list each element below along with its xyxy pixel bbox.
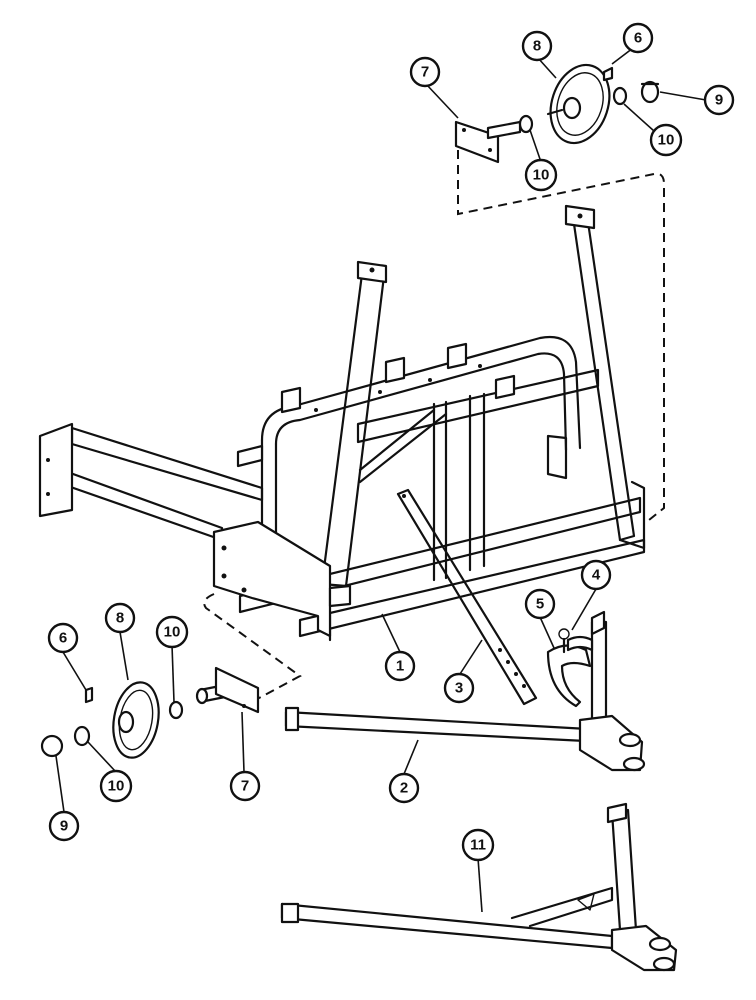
callout-label: 8 — [116, 610, 124, 627]
callout-label: 6 — [634, 30, 642, 47]
callout-label: 6 — [59, 630, 67, 647]
callout-label: 10 — [658, 132, 675, 149]
callout-label: 4 — [592, 567, 601, 584]
callout-label: 3 — [455, 680, 463, 697]
callout-4: 4 — [580, 559, 612, 591]
callout-10-upper-right: 10 — [649, 123, 683, 157]
callout-11: 11 — [461, 828, 495, 862]
callout-label: 10 — [164, 624, 181, 641]
callout-9-upper: 9 — [703, 84, 735, 116]
upper-wheel-assembly — [454, 63, 660, 164]
callout-label: 10 — [108, 778, 125, 795]
main-frame — [38, 204, 646, 642]
callout-label: 2 — [400, 780, 408, 797]
callout-label: 11 — [470, 837, 486, 854]
callout-3: 3 — [443, 672, 475, 704]
callout-label: 5 — [536, 596, 544, 613]
callout-6-upper: 6 — [622, 22, 654, 54]
callout-2: 2 — [388, 772, 420, 804]
callout-6-lower: 6 — [47, 622, 79, 654]
callout-7-upper: 7 — [409, 56, 441, 88]
leader-lines — [55, 44, 707, 913]
callout-1: 1 — [384, 650, 416, 682]
callout-8-upper: 8 — [521, 30, 553, 62]
callout-label: 1 — [396, 658, 404, 675]
callout-label: 7 — [241, 778, 249, 795]
hitch-pin — [558, 628, 570, 654]
callout-10-lower-right: 10 — [155, 615, 189, 649]
callout-9-lower: 9 — [48, 810, 80, 842]
lower-wheel-assembly — [40, 666, 260, 759]
callout-label: 10 — [533, 167, 550, 184]
callout-label: 9 — [60, 818, 68, 835]
callout-label: 9 — [715, 92, 723, 109]
tongue-assembly — [284, 610, 646, 772]
callout-10-lower-left: 10 — [99, 769, 133, 803]
callout-5: 5 — [524, 588, 556, 620]
assembly-dashed-lines — [203, 150, 665, 705]
tongue-lower — [280, 802, 678, 972]
callout-7-lower: 7 — [229, 770, 261, 802]
hitch-clip — [546, 635, 594, 708]
adjustment-bar — [396, 488, 538, 706]
callout-label: 7 — [421, 64, 429, 81]
callout-10-upper-left: 10 — [524, 158, 558, 192]
callout-8-lower: 8 — [104, 602, 136, 634]
callout-label: 8 — [533, 38, 541, 55]
